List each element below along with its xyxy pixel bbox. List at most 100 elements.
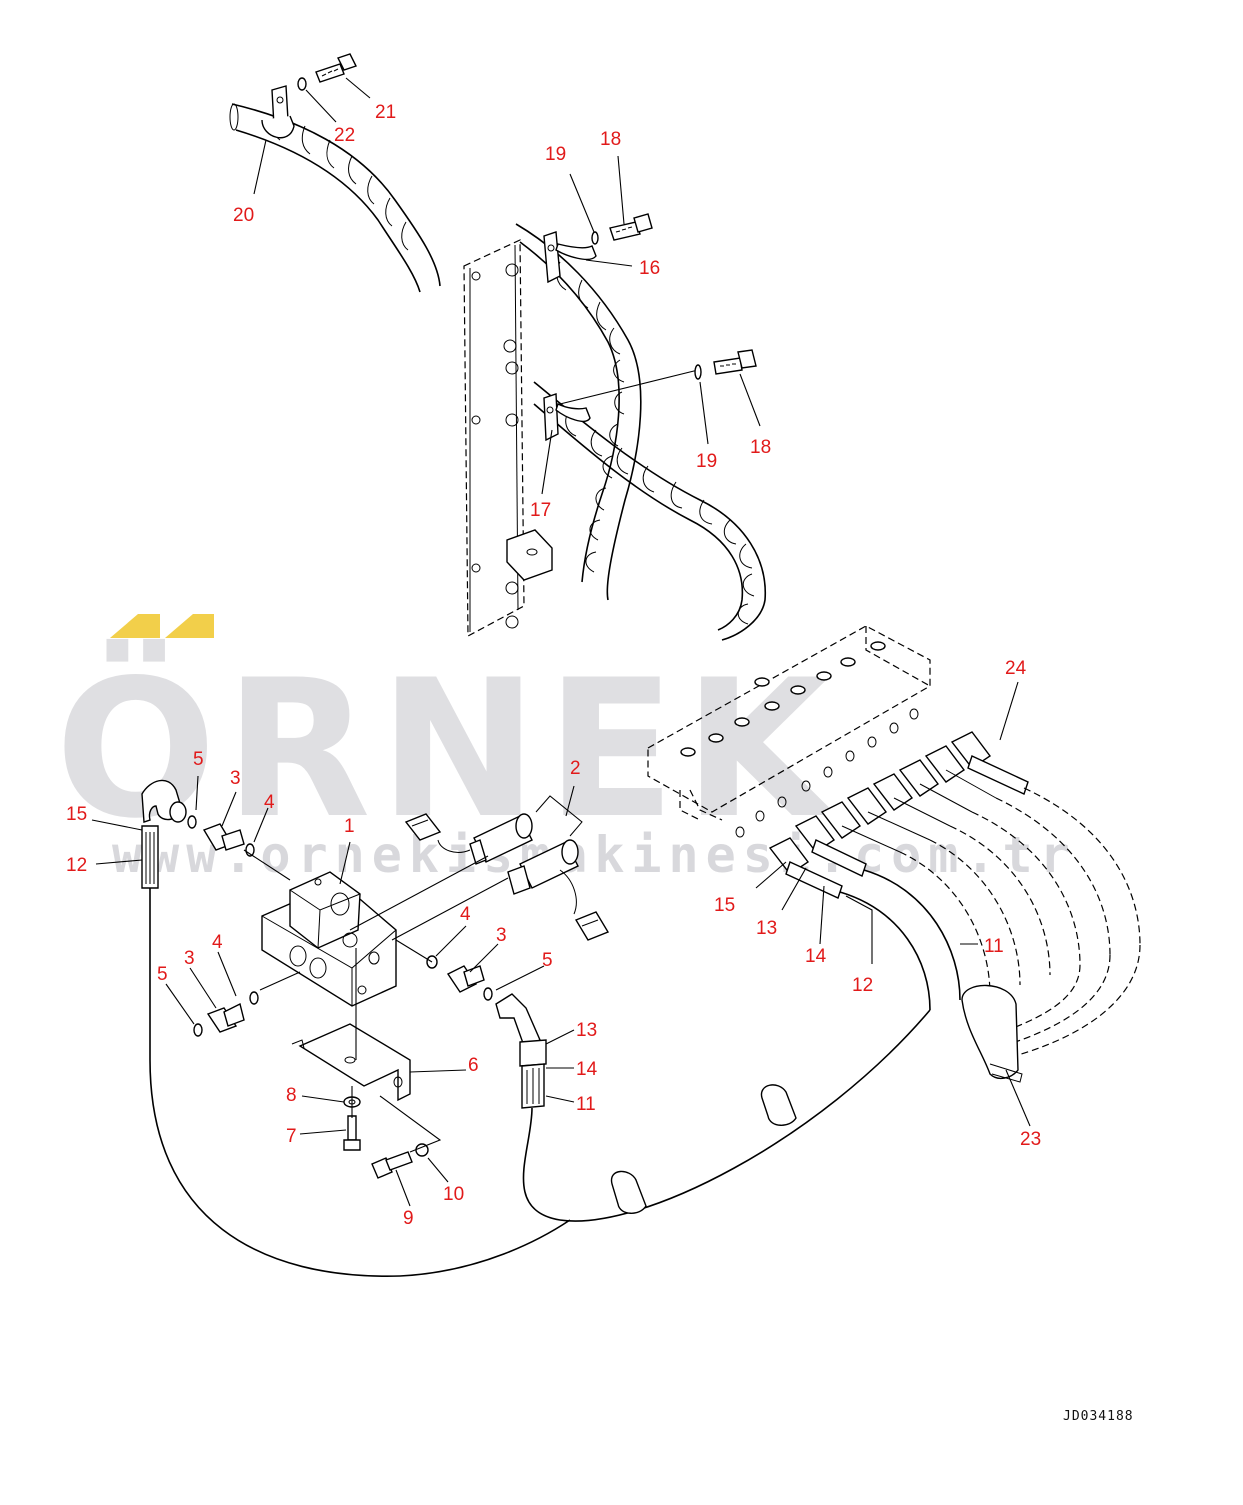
callout-15-right: 15 (714, 895, 735, 916)
callout-23: 23 (1020, 1129, 1041, 1150)
callout-18-upper: 18 (600, 129, 621, 150)
assembly-axis-fitting-left-lower (259, 971, 301, 991)
oring-4-left-lower (249, 991, 259, 1005)
watermark-url: www.ornekismakinesi.com.tr (112, 826, 1077, 884)
callout-2: 2 (570, 758, 581, 779)
hose-fitting-1 (768, 837, 843, 899)
hose-fitting-4 (846, 787, 931, 841)
callout-19-lower: 19 (696, 451, 717, 472)
callout-19-upper: 19 (545, 144, 566, 165)
hose-clamp-17 (543, 393, 591, 442)
callout-7: 7 (286, 1126, 297, 1147)
hose-fitting-5 (872, 773, 951, 827)
spiral-wrapped-hose-lower (533, 381, 767, 641)
assembly-axis-fitting-left-upper (243, 849, 291, 881)
solenoid-valve-lower (507, 839, 610, 941)
mounting-bracket-plate (463, 239, 553, 637)
callout-14-center: 14 (576, 1059, 598, 1080)
callout-8: 8 (286, 1085, 297, 1106)
bolt-7 (343, 1115, 361, 1151)
callout-3-right: 3 (496, 925, 507, 946)
callout-24: 24 (1005, 658, 1027, 679)
callout-13-right: 13 (756, 918, 777, 939)
assembly-axis-fitting-right (395, 939, 433, 963)
callout-5-left-upper: 5 (193, 749, 204, 770)
valve-port-caps (680, 641, 886, 757)
hose-fitting-2 (794, 815, 867, 877)
hose-clip-lower-b (760, 1084, 797, 1126)
callout-16: 16 (639, 258, 660, 279)
bolt-9 (371, 1151, 413, 1179)
valve-manifold-block (261, 871, 397, 1007)
washer-19-upper (591, 231, 599, 245)
callout-11-center: 11 (576, 1094, 596, 1115)
hose-fitting-3 (820, 801, 901, 853)
callout-12-right: 12 (852, 975, 873, 996)
callout-15-left: 15 (66, 804, 87, 825)
bolt-21 (315, 53, 357, 83)
elbow-fitting-left (141, 779, 187, 823)
assembly-axis-solenoid-upper (349, 855, 489, 931)
adapter-fitting-3-left-upper (202, 823, 245, 851)
watermark: ÖRNEK www.ornekismakinesi.com.tr (55, 614, 1077, 884)
callout-14-right: 14 (805, 946, 827, 967)
callout-4-right: 4 (460, 904, 471, 925)
callout-13-center: 13 (576, 1020, 597, 1041)
callout-11-right: 11 (984, 936, 1004, 957)
solenoid-valve-upper (404, 813, 533, 865)
hose-fittings-bundle (768, 731, 1141, 1083)
hose-clip-lower-a (610, 1170, 647, 1214)
bundle-clamp-23 (961, 984, 1023, 1083)
oring-5-right (483, 987, 493, 1001)
adapter-fitting-3-left-lower (206, 1002, 245, 1033)
elbow-fitting-right (495, 993, 547, 1067)
valve-port-orings (735, 708, 919, 838)
callout-20: 20 (233, 205, 254, 226)
hose-clamp-20 (261, 85, 295, 139)
upper-hose-assembly (229, 53, 767, 641)
callout-18-lower: 18 (750, 437, 771, 458)
assembly-axis-bolt-9 (379, 1095, 442, 1153)
washer-22 (297, 77, 307, 91)
callout-12-left: 12 (66, 855, 87, 876)
callout-10: 10 (443, 1184, 464, 1205)
solenoid-label-bracket (535, 795, 583, 837)
watermark-accent-left (110, 614, 160, 638)
callout-17: 17 (530, 500, 551, 521)
spiral-wrapped-hose-right (515, 223, 642, 601)
callout-22: 22 (334, 125, 355, 146)
bolt-18-lower (713, 349, 757, 375)
bolt-18-upper (609, 213, 653, 241)
callout-5-left-lower: 5 (157, 964, 168, 985)
drawing-code: JD034188 (1063, 1409, 1134, 1424)
solenoid-valve-assembly (404, 795, 610, 941)
adapter-fitting-3-right (446, 965, 485, 993)
callout-9: 9 (403, 1208, 414, 1229)
bolt-18-lower-axis (559, 369, 699, 405)
watermark-accent-right (165, 614, 214, 638)
oring-5-left-upper (187, 815, 197, 829)
callout-21: 21 (375, 102, 396, 123)
callout-1: 1 (344, 816, 355, 837)
hose-clamp-16 (543, 231, 597, 284)
callout-3-left-lower: 3 (184, 948, 195, 969)
callout-4-left-lower: 4 (212, 932, 223, 953)
callout-labels: 21 22 20 18 19 16 18 19 17 24 2 5 3 4 15… (66, 102, 1041, 1229)
oring-5-left-lower (193, 1023, 203, 1037)
callout-5-right: 5 (542, 950, 553, 971)
hose-11-center (521, 1009, 931, 1222)
callout-4-left-upper: 4 (264, 792, 275, 813)
valve-mounting-bracket-6 (291, 1023, 411, 1102)
callout-3-left-upper: 3 (230, 768, 241, 789)
assembly-axis-solenoid-lower (391, 877, 509, 941)
hose-12-left (141, 825, 571, 1277)
hose-fitting-8 (950, 731, 1029, 795)
control-valve-block (647, 625, 931, 838)
callout-6: 6 (468, 1055, 479, 1076)
hose-fitting-7 (924, 745, 997, 799)
washer-19-lower (694, 364, 702, 380)
hose-fitting-6 (898, 759, 973, 813)
leader-lines (91, 77, 1031, 1207)
